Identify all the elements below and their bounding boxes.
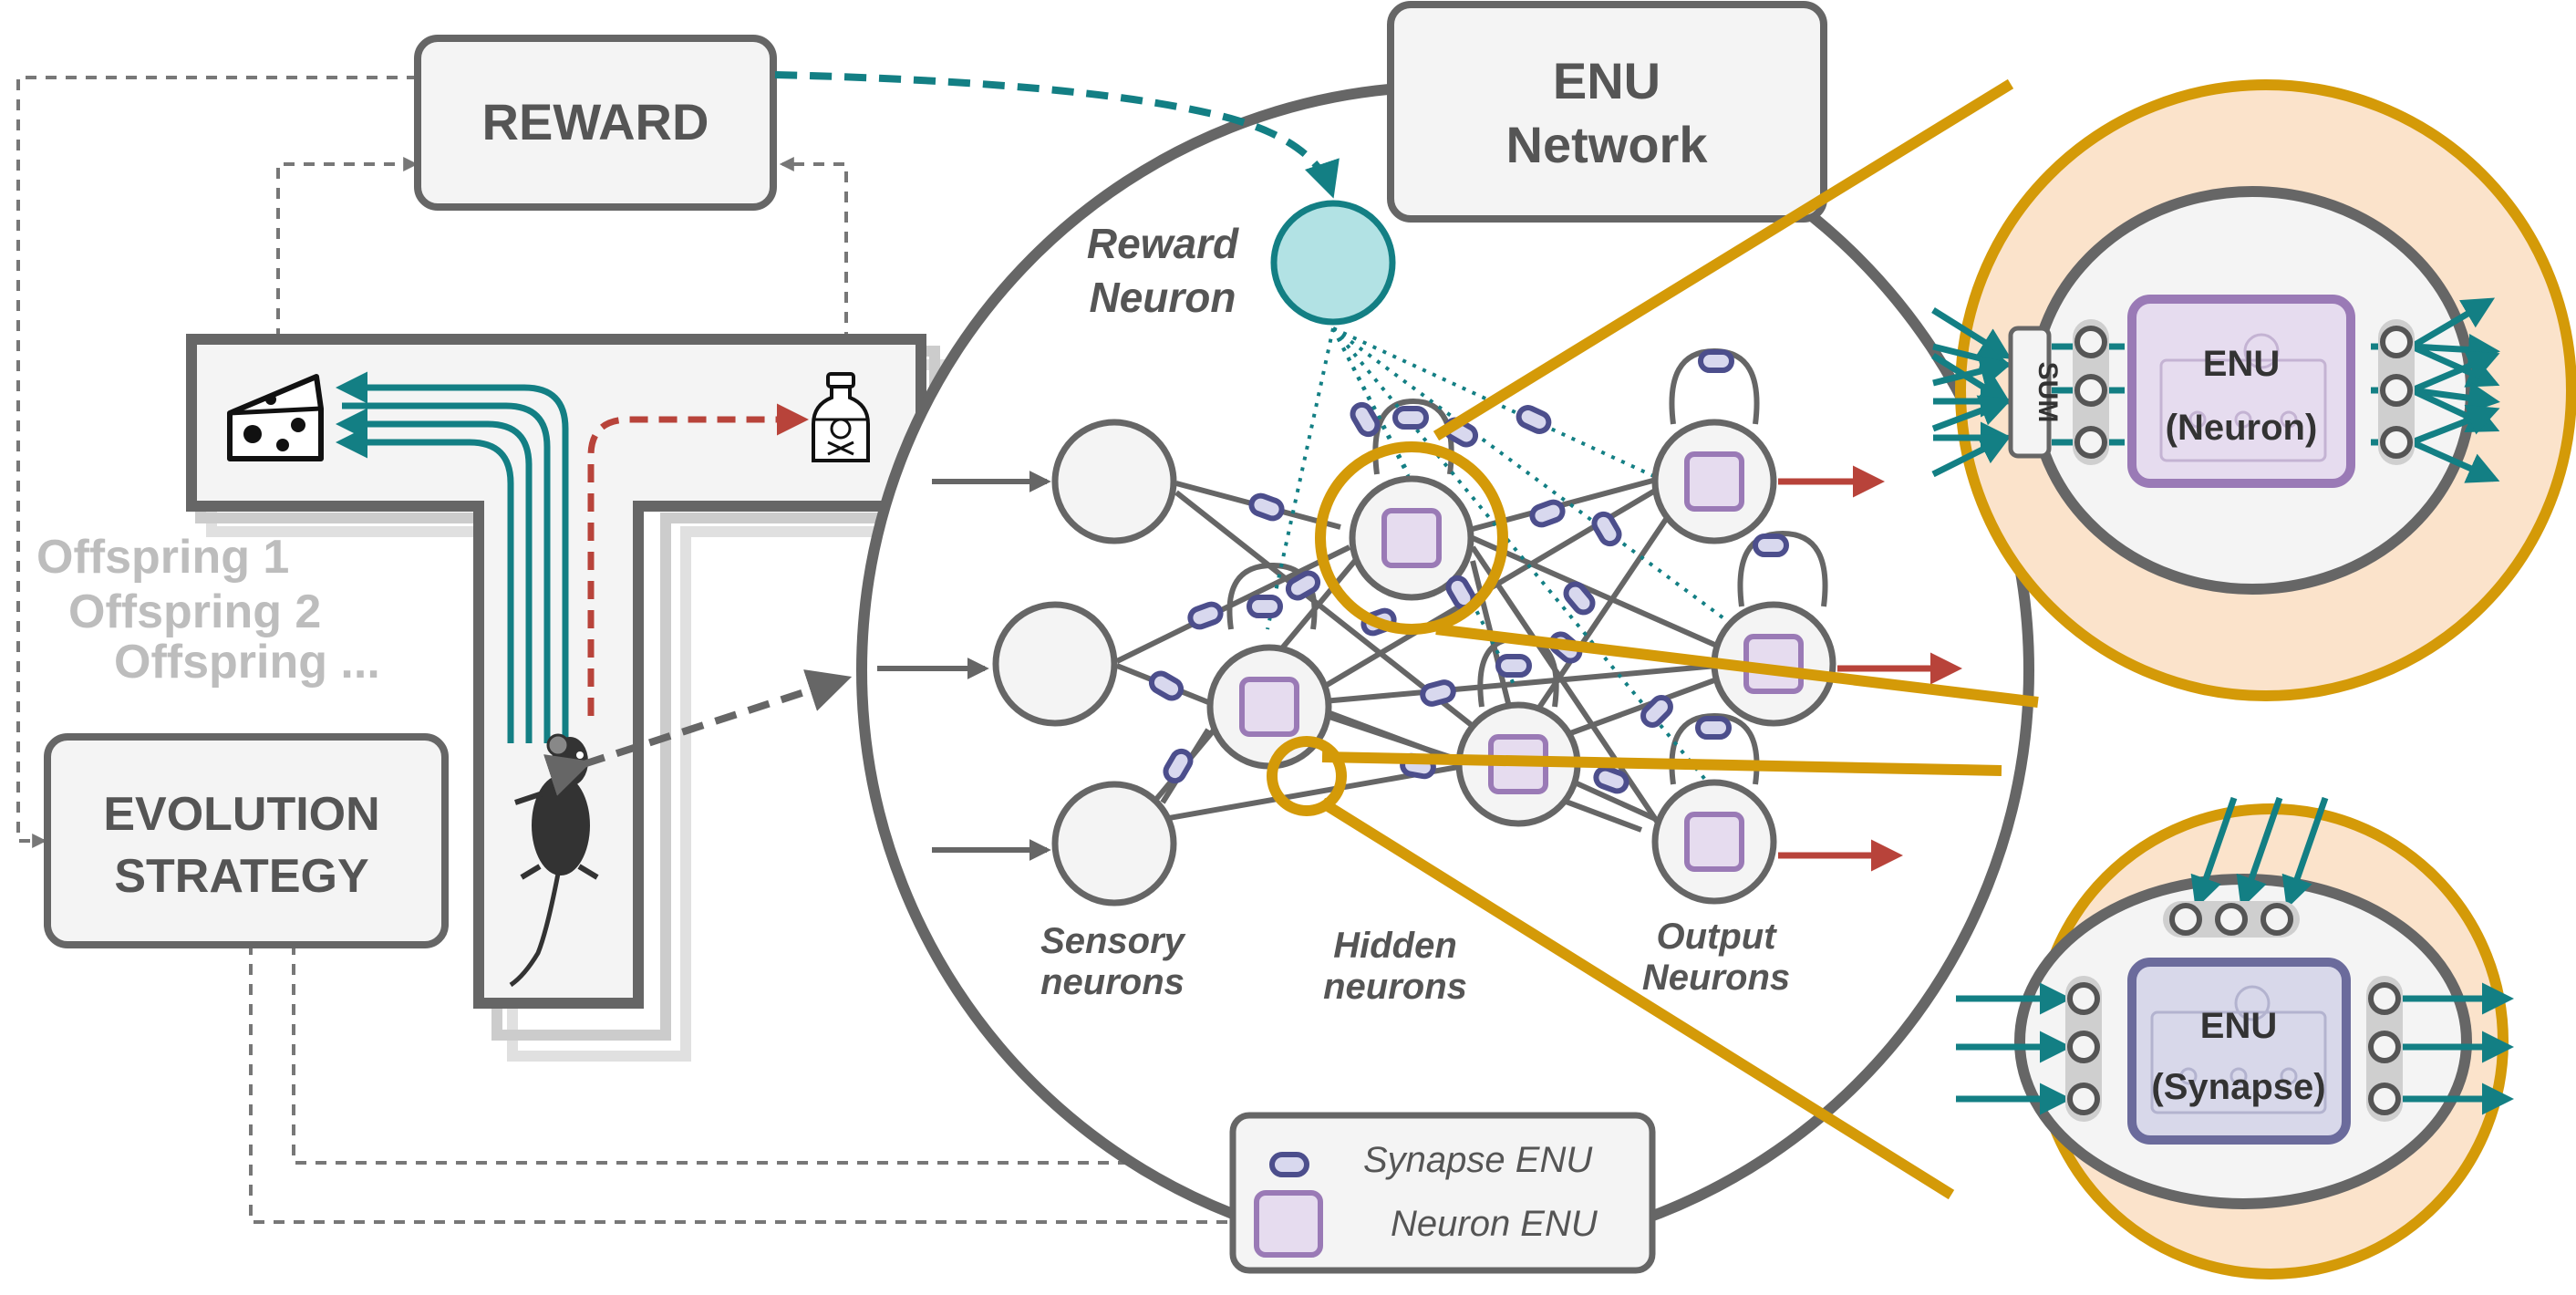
synapse-zoom-selector (1267, 736, 1347, 816)
reward-neuron-line1: Reward (1087, 220, 1239, 267)
evolution-line2: STRATEGY (114, 850, 368, 903)
neuron-enu-line1: ENU (2203, 344, 2280, 384)
zoom-callout-lines (1319, 78, 2039, 1200)
neuron-zoom-selector (1315, 441, 1508, 635)
sensory-neuron (1051, 781, 1177, 906)
reward-to-neuron-link (774, 71, 1340, 199)
learned-paths (336, 371, 569, 743)
network-title-line1: ENU (1553, 52, 1660, 109)
sensory-label-line2: neurons (1040, 962, 1185, 1002)
sensory-neurons (992, 419, 1177, 906)
t-maze (186, 334, 954, 1062)
reward-label: REWARD (482, 93, 709, 150)
enu-network: ENU Network Reward Neuron (774, 1, 2034, 1259)
sensory-label-line1: Sensory (1040, 921, 1186, 961)
feedback-dashed-lines (16, 76, 1262, 1229)
mouse-network-link (543, 669, 853, 796)
synapse-zoom: ENU (Synapse) (1956, 796, 2514, 1279)
network-title-line2: Network (1506, 116, 1709, 173)
sensory-neuron (1051, 419, 1177, 544)
sum-label: SUM (2033, 362, 2063, 423)
neuron-enu-line2: (Neuron) (2166, 408, 2318, 448)
hidden-label-line1: Hidden (1333, 926, 1457, 966)
offspring-2: Offspring 2 (68, 585, 321, 638)
output-label-line1: Output (1656, 917, 1777, 957)
synapse-enu-pills (1148, 349, 1789, 794)
hidden-label-line2: neurons (1323, 967, 1467, 1007)
neuron-zoom: SUM ENU (Neuron) (1931, 79, 2576, 701)
cheese-icon (227, 374, 324, 461)
output-label-line2: Neurons (1642, 958, 1790, 998)
legend-synapse-label: Synapse ENU (1363, 1140, 1593, 1180)
evolution-line1: EVOLUTION (103, 788, 379, 841)
legend-synapse-icon (1269, 1152, 1309, 1177)
legend: Synapse ENU Neuron ENU (1229, 1112, 1656, 1274)
sensory-neuron (992, 601, 1118, 727)
evolution-strategy-box: EVOLUTION STRATEGY (44, 733, 449, 948)
offspring-more: Offspring ... (114, 636, 380, 689)
offspring-labels: Offspring 1 Offspring 2 Offspring ... (36, 531, 380, 689)
legend-neuron-label: Neuron ENU (1391, 1204, 1598, 1244)
output-arrows (1778, 465, 1962, 872)
synapse-enu-line1: ENU (2200, 1006, 2277, 1046)
synapse-enu-line2: (Synapse) (2151, 1067, 2325, 1107)
legend-neuron-icon (1254, 1190, 1323, 1258)
reward-neuron-line2: Neuron (1090, 274, 1236, 321)
reward-neuron (1270, 200, 1396, 326)
poison-bottle-icon (812, 372, 870, 462)
reward-box: REWARD (414, 35, 777, 211)
offspring-1: Offspring 1 (36, 531, 289, 584)
